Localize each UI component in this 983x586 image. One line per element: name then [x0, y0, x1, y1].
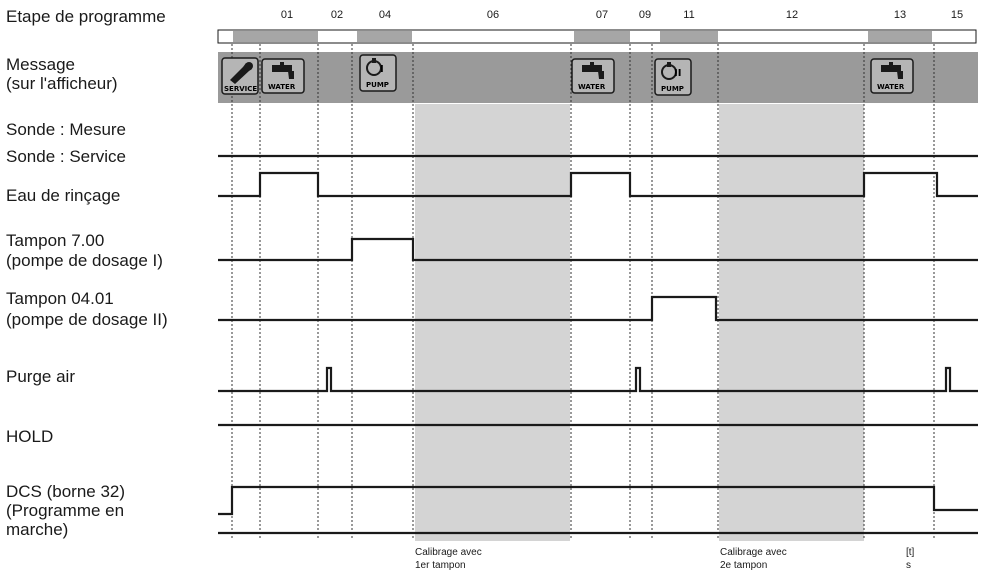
pump-ii-numeral: II: [674, 68, 681, 79]
note-calibration-2: Calibrage avec: [720, 547, 787, 558]
step-13: 13: [893, 9, 907, 21]
note-time-unit-s: s: [906, 560, 911, 571]
label-probe-measure: Sonde : Mesure: [6, 120, 127, 139]
calibration-zone-2: [719, 104, 864, 541]
pump-i-icon: [359, 54, 397, 92]
step-dividers: [231, 44, 935, 540]
signal-buffer-700: [218, 237, 978, 262]
water-icon-step-13: [870, 58, 914, 94]
water-icon-step-13-label: WATER: [877, 83, 905, 91]
note-calibration-1: Calibrage avec: [415, 547, 482, 558]
label-dcs-sub1: (Programme en: [6, 501, 125, 520]
label-rinse-water: Eau de rinçage: [6, 186, 121, 205]
pump-i-numeral: I: [380, 64, 384, 75]
signal-dcs: [218, 485, 978, 516]
water-icon-step-07-label: WATER: [578, 83, 606, 91]
service-icon-label: SERVICE: [224, 85, 257, 93]
label-buffer-401-sub: (pompe de dosage II): [6, 310, 168, 329]
service-icon: [221, 57, 259, 95]
label-dcs: DCS (borne 32): [6, 482, 126, 501]
label-buffer-700-sub: (pompe de dosage I): [6, 251, 163, 270]
signal-rinse-water: [218, 171, 978, 198]
water-icon-label: WATER: [268, 83, 296, 91]
water-icon: [261, 58, 305, 94]
note-calibration-1-sub: 1er tampon: [415, 560, 466, 571]
pump-i-icon-label: PUMP: [366, 81, 389, 89]
step-04: 04: [378, 9, 392, 21]
step-12: 12: [785, 9, 799, 21]
label-buffer-401: Tampon 04.01: [6, 289, 114, 308]
label-message: Message: [6, 55, 75, 74]
step-07: 07: [595, 9, 609, 21]
label-program-step: Etape de programme: [6, 7, 166, 26]
label-dcs-sub2: marche): [6, 520, 69, 539]
program-step-bar: [217, 29, 977, 44]
pump-ii-icon-label: PUMP: [661, 85, 684, 93]
signal-buffer-401: [218, 295, 978, 322]
label-buffer-700: Tampon 7.00: [6, 231, 105, 250]
label-probe-service: Sonde : Service: [6, 147, 127, 166]
note-calibration-2-sub: 2e tampon: [720, 560, 768, 571]
label-air-purge: Purge air: [6, 367, 75, 386]
calibration-zone-1: [415, 104, 570, 541]
water-icon-step-07: [571, 58, 615, 94]
note-time-unit: [t]: [906, 547, 915, 558]
step-02: 02: [330, 9, 344, 21]
signal-air-purge: [218, 366, 978, 393]
label-hold: HOLD: [6, 427, 54, 446]
step-15: 15: [950, 9, 964, 21]
label-message-sub: (sur l'afficheur): [6, 74, 118, 93]
step-09: 09: [638, 9, 652, 21]
step-01: 01: [280, 9, 294, 21]
pump-ii-icon: [654, 58, 692, 96]
step-06: 06: [486, 9, 500, 21]
step-11: 11: [683, 9, 695, 21]
